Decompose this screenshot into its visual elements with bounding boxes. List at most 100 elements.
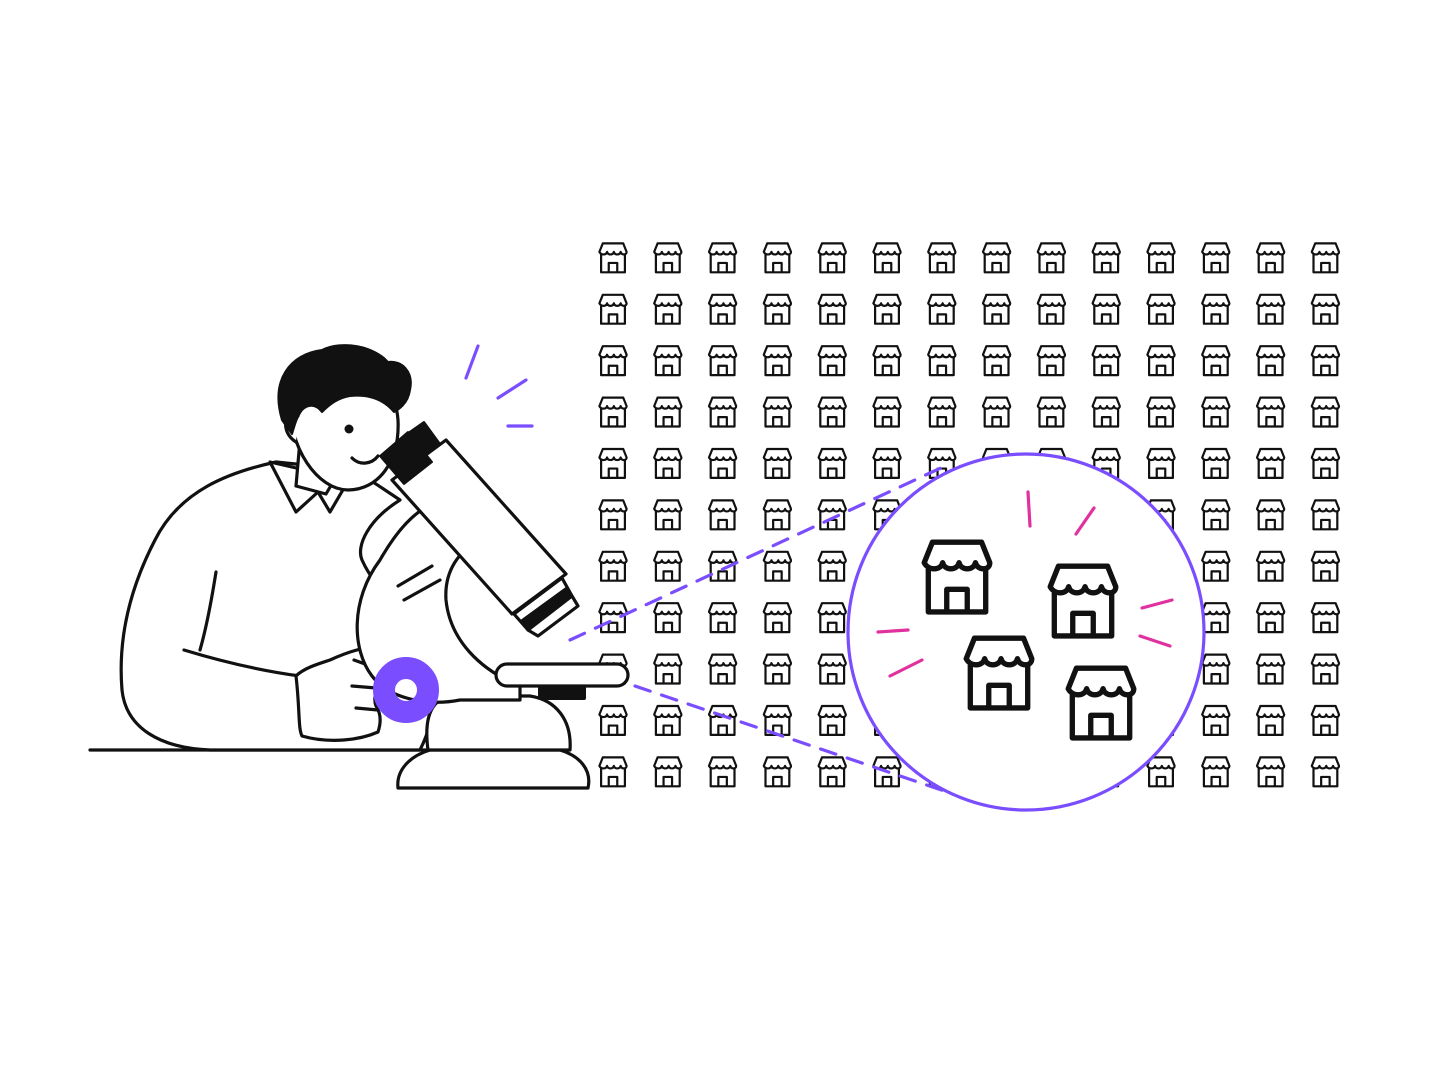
storefront-icon [707,756,738,788]
storefront-icon [1310,602,1341,634]
storefront-icon [1255,756,1286,788]
storefront-icon [924,542,990,612]
storefront-icon [817,447,847,480]
storefront-icon [872,447,902,480]
storefront-icon [927,396,957,428]
storefront-icon [1310,653,1341,685]
person [119,344,436,752]
storefront-icon [817,704,847,737]
storefront-icon [598,704,628,737]
storefront-icon [817,499,847,531]
storefront-icon [817,756,847,788]
storefront-icon [707,396,738,428]
storefront-icon [653,499,683,531]
storefront-icon [1201,499,1231,531]
storefront-icon [1255,499,1286,531]
storefront-icon [598,396,628,428]
storefront-icon [1091,242,1121,274]
storefront-icon [1201,447,1231,480]
storefront-icon [1255,602,1286,634]
storefront-icon [1036,345,1067,377]
storefront-icon [707,345,738,377]
storefront-icon [927,242,957,274]
storefront-icon [1146,345,1176,377]
storefront-icon [1201,396,1231,428]
storefront-icon [707,447,738,480]
storefront-icon [1146,447,1176,480]
storefront-icon [1201,345,1231,377]
storefront-icon [1201,550,1231,582]
storefront-icon [1146,396,1176,428]
storefront-icon [1036,396,1067,428]
magnifier-guide-lines [568,464,967,800]
storefront-icon [1201,242,1231,274]
storefront-icon [927,293,957,325]
storefront-icon [1310,704,1341,737]
storefront-icon [1091,293,1121,325]
magnifier-lens [846,452,1206,812]
storefront-icon [1146,242,1176,274]
storefront-icon [598,447,628,480]
storefront-icon [707,293,738,325]
storefront-icon [1310,345,1341,377]
storefront-icon [1255,242,1286,274]
microscope [355,421,630,790]
storefront-icon [707,602,738,634]
storefront-icon [707,499,738,531]
storefront-icon [1310,550,1341,582]
storefront-icon [1255,447,1286,480]
sparkle-lines [876,490,1174,678]
storefront-icon [762,602,793,634]
storefront-icon [872,242,902,274]
storefront-icon [1255,345,1286,377]
storefront-icon [653,602,683,634]
storefront-icon [762,447,793,480]
storefront-icon [598,242,628,274]
storefront-icon [598,602,628,634]
storefront-icon [762,242,793,274]
storefront-icon [1255,293,1286,325]
storefront-icon [981,242,1012,274]
storefront-icon [1146,756,1176,788]
storefront-icon [872,396,902,428]
storefront-icon [762,653,793,685]
storefront-icon [1036,242,1067,274]
storefront-icon [981,293,1012,325]
storefront-icon [1091,396,1121,428]
storefront-icon [707,704,738,737]
storefront-icon [1310,499,1341,531]
storefront-icon [653,550,683,582]
storefront-icon [598,293,628,325]
storefront-icon [598,499,628,531]
storefront-icon [872,293,902,325]
storefront-icon [817,550,847,582]
storefront-icon [817,242,847,274]
storefront-icon [653,653,683,685]
storefront-icon [1310,293,1341,325]
storefront-icon [1255,550,1286,582]
storefront-icon [1255,396,1286,428]
storefront-icon [1201,704,1231,737]
storefront-icon [1201,602,1231,634]
storefront-icon [653,756,683,788]
storefront-icon [1146,293,1176,325]
storefront-icon [762,345,793,377]
storefront-icon [966,638,1032,708]
storefront-icon [1310,396,1341,428]
storefront-icon [1255,653,1286,685]
storefront-icon [653,242,683,274]
storefront-icon [817,293,847,325]
storefront-icon [598,345,628,377]
storefront-icon [762,550,793,582]
storefront-icon [653,447,683,480]
storefront-icon [817,602,847,634]
storefront-icon [1201,653,1231,685]
storefront-icon [981,345,1012,377]
storefront-icon [762,293,793,325]
storefront-icon [817,396,847,428]
storefront-icon [1036,293,1067,325]
storefront-icon [598,756,628,788]
storefront-icon [653,396,683,428]
storefront-icon [653,345,683,377]
